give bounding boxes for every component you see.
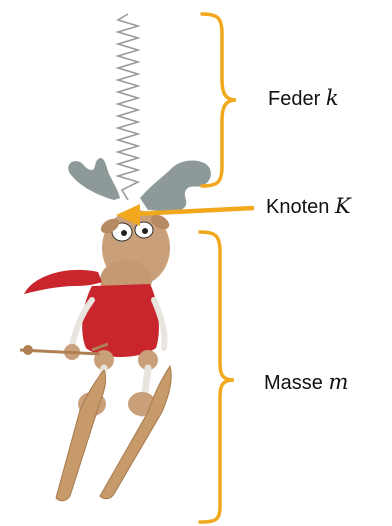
- mass-symbol: m: [328, 370, 348, 394]
- knot-arrow: [116, 204, 254, 226]
- spring-constant-symbol: k: [326, 86, 339, 110]
- knot-symbol: K: [335, 194, 351, 218]
- knot-label: Knoten K: [266, 194, 351, 219]
- mass-brace: [200, 232, 234, 522]
- spring-brace: [202, 14, 236, 186]
- knot-label-text: Knoten: [266, 196, 329, 218]
- moose-body: [82, 284, 159, 370]
- skis: [56, 366, 171, 501]
- mass-label-text: Masse: [264, 372, 323, 394]
- antlers: [68, 158, 211, 211]
- mass-label: Masse m: [264, 370, 348, 395]
- spring-label-text: Feder: [268, 88, 320, 110]
- spring-label: Feder k: [268, 86, 339, 111]
- spring-coil: [118, 14, 138, 200]
